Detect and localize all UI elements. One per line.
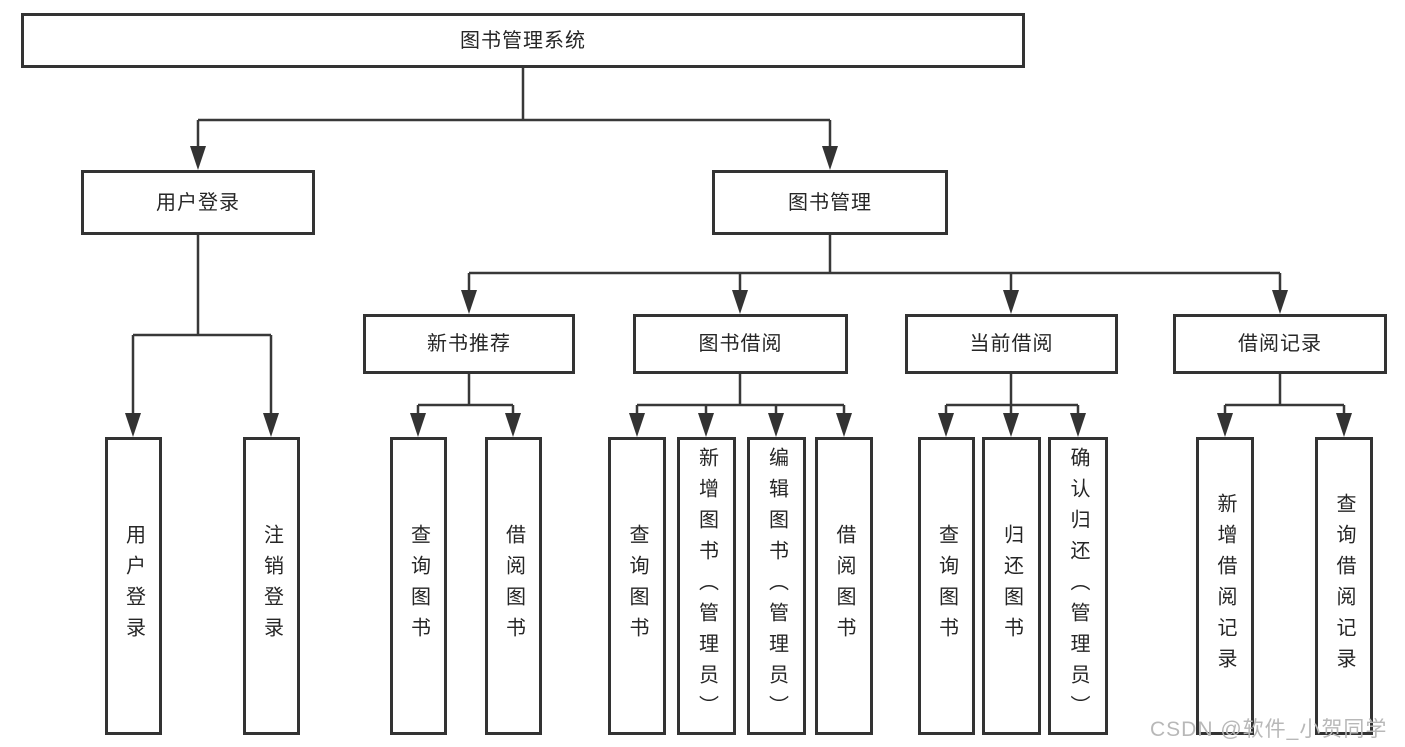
node-label: 新增借阅记录	[1214, 493, 1236, 679]
node-leaf-logout: 注销登录	[243, 437, 300, 735]
arrow-icon	[1070, 413, 1086, 437]
node-current-borrowing: 当前借阅	[905, 314, 1118, 374]
node-label: 归还图书	[1000, 524, 1023, 648]
node-leaf-add-borrow-record: 新增借阅记录	[1196, 437, 1254, 735]
edge-borrowrecord-rail	[1223, 374, 1346, 417]
arrow-icon	[461, 290, 477, 314]
arrow-icon	[410, 413, 426, 437]
node-label: 图书借阅	[698, 333, 783, 355]
arrow-icon	[125, 413, 141, 437]
edge-userlogin-rail	[131, 233, 273, 417]
arrow-icon	[263, 413, 279, 437]
node-leaf-query-books-3: 查询图书	[918, 437, 975, 735]
node-label: 用户登录	[156, 191, 240, 214]
node-leaf-query-borrow-record: 查询借阅记录	[1315, 437, 1373, 735]
node-leaf-edit-books-admin: 编辑图书（管理员）	[747, 437, 806, 735]
arrow-icon	[505, 413, 521, 437]
node-label: 注销登录	[260, 524, 283, 648]
node-leaf-add-books-admin: 新增图书（管理员）	[677, 437, 736, 735]
arrow-icon	[836, 413, 852, 437]
edge-root-rail	[196, 68, 832, 150]
edge-bookmgmt-rail	[467, 233, 1282, 294]
arrow-icon	[1003, 290, 1019, 314]
arrow-icon	[629, 413, 645, 437]
node-label: 当前借阅	[969, 333, 1054, 355]
node-leaf-return-books: 归还图书	[982, 437, 1041, 735]
arrow-icon	[938, 413, 954, 437]
node-leaf-borrow-books-1: 借阅图书	[485, 437, 542, 735]
node-new-book-recommend: 新书推荐	[363, 314, 575, 374]
csdn-watermark: CSDN @软件_小贺同学	[1150, 718, 1388, 741]
node-label: 借阅图书	[502, 524, 525, 648]
node-label: 借阅记录	[1238, 333, 1322, 355]
arrow-icon	[732, 290, 748, 314]
arrow-icon	[768, 413, 784, 437]
node-library-management-system: 图书管理系统	[21, 13, 1025, 68]
node-label: 确认归还（管理员）	[1067, 446, 1089, 726]
node-leaf-user-login: 用户登录	[105, 437, 162, 735]
node-label: 查询图书	[626, 524, 648, 648]
node-label: 图书管理系统	[460, 29, 586, 52]
node-label: 新书推荐	[427, 333, 511, 355]
arrow-icon	[190, 146, 206, 170]
node-borrow-records: 借阅记录	[1173, 314, 1387, 374]
edge-currentborrow-rail	[944, 374, 1080, 417]
arrow-icon	[1003, 413, 1019, 437]
node-user-login: 用户登录	[81, 170, 315, 235]
arrow-icon	[1272, 290, 1288, 314]
arrow-icon	[1217, 413, 1233, 437]
node-label: 查询图书	[407, 524, 430, 648]
node-book-borrowing: 图书借阅	[633, 314, 848, 374]
node-label: 编辑图书（管理员）	[765, 446, 788, 726]
edge-bookborrow-rail	[635, 374, 846, 417]
node-leaf-query-books-2: 查询图书	[608, 437, 666, 735]
node-leaf-query-books-1: 查询图书	[390, 437, 447, 735]
arrow-icon	[698, 413, 714, 437]
node-label: 用户登录	[122, 524, 145, 648]
node-label: 查询借阅记录	[1333, 493, 1355, 679]
node-leaf-confirm-return-admin: 确认归还（管理员）	[1048, 437, 1108, 735]
node-label: 借阅图书	[833, 524, 855, 648]
node-book-management: 图书管理	[712, 170, 948, 235]
arrow-icon	[822, 146, 838, 170]
node-label: 查询图书	[935, 524, 958, 648]
edge-newbookrec-rail	[416, 374, 515, 417]
node-label: 图书管理	[788, 191, 872, 214]
node-leaf-borrow-books-2: 借阅图书	[815, 437, 873, 735]
node-label: 新增图书（管理员）	[695, 446, 718, 726]
arrow-icon	[1336, 413, 1352, 437]
